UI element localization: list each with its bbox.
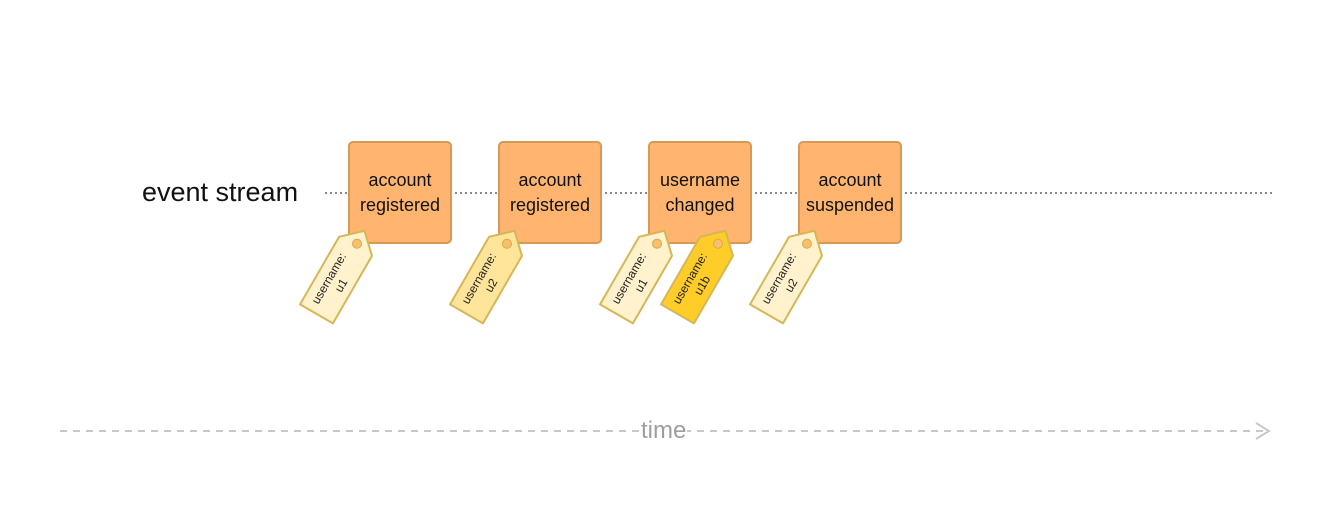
tag-body — [660, 229, 734, 325]
tag-body — [749, 229, 823, 325]
tag-value-text: u2 — [782, 276, 801, 295]
username-tag: username:u2 — [749, 229, 823, 325]
username-tag: username:u2 — [449, 229, 523, 325]
event-label: username changed — [659, 169, 741, 215]
event-label: account suspended — [805, 169, 895, 215]
time-axis-label: time — [640, 416, 688, 446]
tag-value-text: u1 — [332, 276, 351, 295]
tag-hole-icon — [352, 238, 362, 249]
event-stream-label: event stream — [142, 177, 299, 207]
tag-hole-icon — [713, 238, 723, 249]
tag-hole-icon — [652, 238, 662, 249]
tag-body — [449, 229, 523, 325]
event-account-suspended: account suspended — [798, 141, 902, 244]
event-label: account registered — [509, 169, 591, 215]
tag-value-text: u2 — [482, 276, 501, 295]
username-tag: username:u1b — [660, 229, 734, 325]
event-label: account registered — [359, 169, 441, 215]
event-account-registered-2: account registered — [498, 141, 602, 244]
tag-body — [299, 229, 373, 325]
tag-body — [599, 229, 673, 325]
tag-value-text: u1 — [632, 276, 651, 295]
event-account-registered-1: account registered — [348, 141, 452, 244]
event-username-changed: username changed — [648, 141, 752, 244]
username-tag: username:u1 — [299, 229, 373, 325]
tag-hole-icon — [802, 238, 812, 249]
time-axis-arrowhead — [1255, 422, 1271, 440]
tag-hole-icon — [502, 238, 512, 249]
